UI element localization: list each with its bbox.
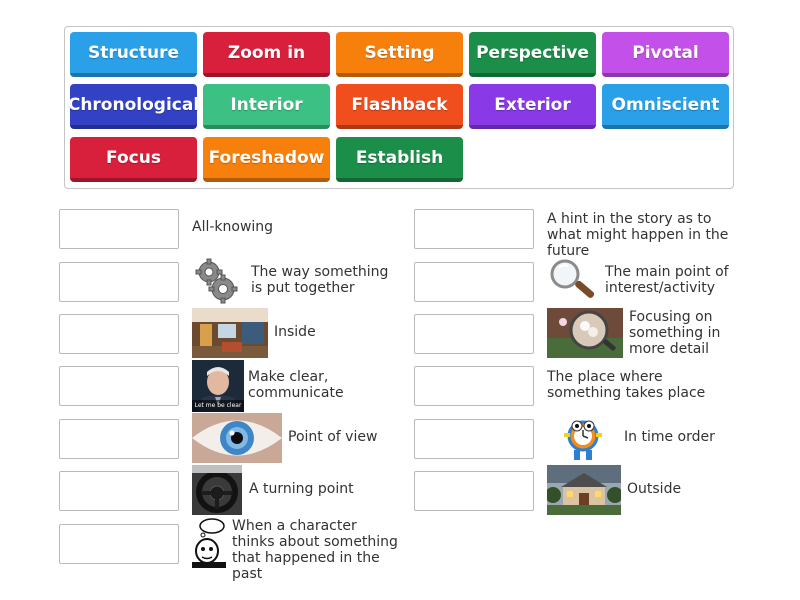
answer-slot[interactable] — [414, 262, 534, 302]
answer-slot[interactable] — [414, 314, 534, 354]
tile-focus[interactable]: Focus — [70, 137, 197, 182]
magnifier-icon — [547, 256, 599, 306]
tile-perspective[interactable]: Perspective — [469, 32, 596, 77]
answer-slot[interactable] — [59, 524, 179, 564]
answer-slot[interactable] — [59, 262, 179, 302]
clue-text: Make clear, communicate — [248, 369, 344, 401]
clue-text: The main point of interest/activity — [605, 264, 729, 296]
answer-slot[interactable] — [59, 471, 179, 511]
answer-slot[interactable] — [59, 419, 179, 459]
tile-establish[interactable]: Establish — [336, 137, 463, 182]
thinking-cartoon — [192, 518, 226, 568]
gears-icon — [192, 258, 242, 304]
word-bank: Structure Zoom in Setting Perspective Pi… — [64, 26, 734, 189]
tile-zoom-in[interactable]: Zoom in — [203, 32, 330, 77]
clue-text: All-knowing — [192, 219, 274, 235]
tile-exterior[interactable]: Exterior — [469, 84, 596, 129]
house-exterior-photo — [547, 465, 621, 515]
clue-text: Focusing on something in more detail — [629, 309, 721, 357]
clue-text: The place where something takes place — [547, 369, 706, 401]
tile-interior[interactable]: Interior — [203, 84, 330, 129]
interior-room-photo — [192, 308, 268, 358]
clue-text: The way something is put together — [251, 264, 389, 296]
answer-slot[interactable] — [414, 366, 534, 406]
answer-slot[interactable] — [414, 209, 534, 249]
clue-text: Outside — [627, 481, 682, 497]
eye-photo — [192, 413, 282, 463]
tile-foreshadow[interactable]: Foreshadow — [203, 137, 330, 182]
tile-flashback[interactable]: Flashback — [336, 84, 463, 129]
clock-robot-toy — [560, 413, 606, 463]
magnifier-flower-photo — [547, 308, 623, 358]
steering-wheel-photo — [192, 465, 242, 515]
tile-setting[interactable]: Setting — [336, 32, 463, 77]
speaker-photo: Let me be clear — [192, 360, 244, 412]
clue-text: A hint in the story as to what might hap… — [547, 211, 729, 259]
tile-structure[interactable]: Structure — [70, 32, 197, 77]
clue-text: Inside — [274, 324, 316, 340]
answer-slot[interactable] — [414, 419, 534, 459]
clue-text: In time order — [624, 429, 715, 445]
clue-text: When a character thinks about something … — [232, 518, 398, 582]
tile-omniscient[interactable]: Omniscient — [602, 84, 729, 129]
answer-slot[interactable] — [59, 314, 179, 354]
answer-slot[interactable] — [59, 366, 179, 406]
clue-text: Point of view — [288, 429, 378, 445]
answer-slot[interactable] — [414, 471, 534, 511]
answer-slot[interactable] — [59, 209, 179, 249]
tile-chronological[interactable]: Chronological — [68, 84, 199, 129]
clue-text: A turning point — [249, 481, 354, 497]
tile-pivotal[interactable]: Pivotal — [602, 32, 729, 77]
speaker-caption: Let me be clear — [195, 402, 242, 409]
